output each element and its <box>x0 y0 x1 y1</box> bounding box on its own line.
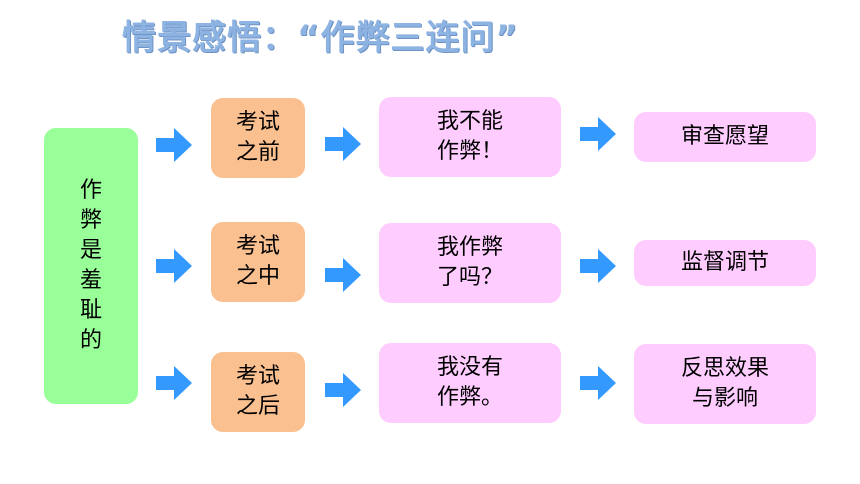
result-box-during: 监督调节 <box>634 240 816 286</box>
right-arrow-icon <box>156 366 192 400</box>
question-box-before: 我不能 作弊！ <box>379 97 561 177</box>
page-title: 情景感悟：“作弊三连问” <box>122 18 519 58</box>
question-box-after: 我没有 作弊。 <box>379 343 561 423</box>
question-box-during: 我作弊 了吗？ <box>379 223 561 303</box>
result-box-after: 反思效果 与影响 <box>634 344 816 424</box>
right-arrow-icon <box>580 117 616 151</box>
right-arrow-icon <box>156 249 192 283</box>
main-box: 作 弊 是 羞 耻 的 <box>44 128 138 404</box>
right-arrow-icon <box>156 128 192 162</box>
right-arrow-icon <box>325 373 361 407</box>
result-box-before: 审查愿望 <box>634 112 816 162</box>
stage-box-before: 考试 之前 <box>211 98 305 178</box>
right-arrow-icon <box>580 366 616 400</box>
right-arrow-icon <box>325 127 361 161</box>
stage-box-during: 考试 之中 <box>211 222 305 302</box>
right-arrow-icon <box>580 249 616 283</box>
right-arrow-icon <box>325 258 361 292</box>
stage-box-after: 考试 之后 <box>211 352 305 432</box>
